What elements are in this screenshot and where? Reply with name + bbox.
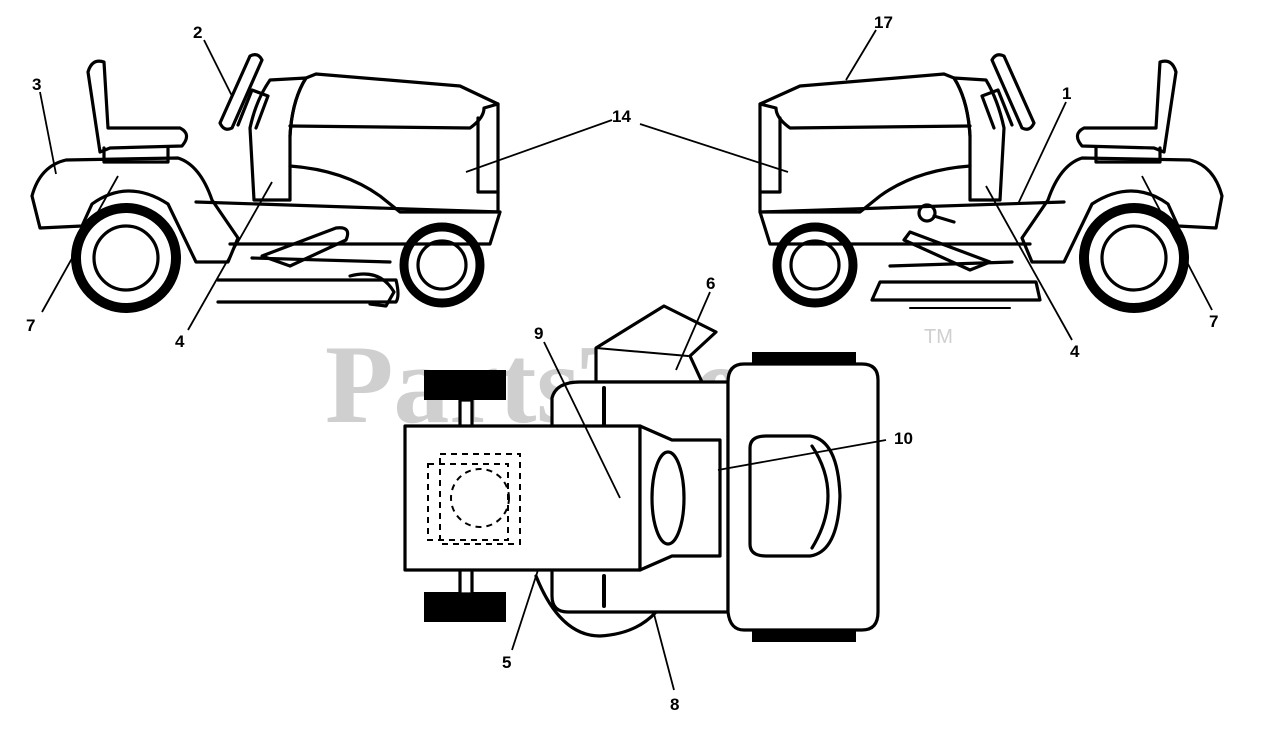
front-tire-right: [424, 592, 506, 622]
callout-7-left: 7: [26, 316, 35, 335]
hood: [288, 72, 500, 214]
hood-top: [403, 424, 642, 572]
engine-outline: [439, 453, 521, 545]
callout-7-right: 7: [1209, 312, 1218, 331]
front-wheel: [772, 222, 858, 308]
seat-base: [102, 146, 170, 164]
console-top: [638, 424, 722, 572]
rear-wheel: [1079, 203, 1189, 313]
callout-2: 2: [193, 23, 202, 42]
steering-column: [980, 88, 1014, 130]
front-wheel: [399, 222, 485, 308]
mower-deck: [870, 280, 1042, 302]
deck-mount: [250, 256, 392, 264]
callout-4-left: 4: [175, 332, 185, 351]
front-rim: [416, 239, 468, 291]
frame: [758, 200, 1066, 246]
deck-outline: [534, 574, 658, 638]
steering-wheel: [990, 53, 1036, 131]
seat-base: [1094, 146, 1162, 164]
axle-stub-right: [458, 566, 474, 596]
callout-5: 5: [502, 653, 511, 672]
callout-8: 8: [670, 695, 679, 714]
rear-rim: [92, 224, 160, 292]
hood: [758, 72, 972, 214]
engine-flywheel: [450, 468, 510, 528]
rear-fender: [30, 156, 240, 264]
tractor-left-side-view: [30, 53, 502, 313]
mower-deck: [216, 278, 400, 304]
callout-14: 14: [612, 107, 631, 126]
steering-column: [236, 88, 270, 130]
grille: [758, 116, 782, 194]
hood-line: [758, 102, 972, 130]
callout-1: 1: [1062, 84, 1071, 103]
steering-wheel: [218, 53, 264, 131]
hood-line: [288, 102, 500, 130]
seat-top: [748, 434, 842, 558]
callout-4-right: 4: [1070, 342, 1080, 361]
leader-lines: [39, 29, 1213, 691]
discharge-chute: [348, 272, 396, 308]
chute-fold: [595, 347, 689, 357]
deck-lift-lever: [902, 230, 992, 272]
tractor-right-side-view: [758, 53, 1224, 313]
rear-rim: [1100, 224, 1168, 292]
rear-fender-top: [726, 362, 880, 632]
grille: [476, 116, 500, 194]
axle-stub-left: [458, 398, 474, 430]
callout-6: 6: [706, 274, 715, 293]
seat-back-top: [810, 444, 830, 550]
callout-3: 3: [32, 75, 41, 94]
frame: [194, 200, 502, 246]
callout-10: 10: [894, 429, 913, 448]
deck-mount: [888, 260, 1014, 268]
steering-wheel-top: [650, 450, 686, 546]
lever-stem: [932, 214, 956, 224]
rear-fender: [1020, 156, 1224, 264]
watermark-tm: TM: [924, 326, 953, 348]
callout-9: 9: [534, 324, 543, 343]
front-tire-left: [424, 370, 506, 400]
tractor-top-view: [403, 304, 880, 642]
lever-knob: [917, 203, 937, 223]
rear-wheel: [71, 203, 181, 313]
deck-lift-lever: [260, 226, 350, 268]
seat: [86, 59, 189, 154]
front-rim: [789, 239, 841, 291]
seat: [1075, 59, 1178, 154]
callout-17: 17: [874, 13, 893, 32]
